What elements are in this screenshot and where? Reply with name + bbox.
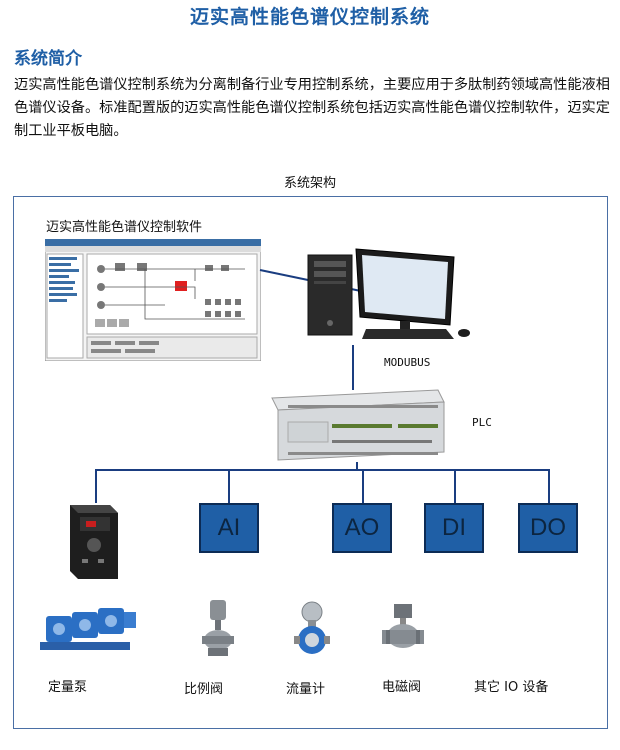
flowmeter-icon	[294, 601, 330, 654]
drop-do	[548, 469, 550, 503]
inverter-icon	[70, 505, 118, 579]
drop-ao	[362, 469, 364, 503]
drop-di	[454, 469, 456, 503]
proportional-valve-icon	[202, 600, 234, 656]
io-module-di: DI	[424, 503, 484, 553]
device-label-proportional-valve: 比例阀	[184, 682, 224, 697]
drop-ai	[228, 469, 230, 503]
io-module-ai: AI	[199, 503, 259, 553]
drop-inverter	[95, 469, 97, 503]
software-screenshot	[45, 239, 261, 361]
figure-caption: 系统架构	[283, 176, 336, 191]
io-module-do: DO	[518, 503, 578, 553]
plc-label: PLC	[472, 416, 492, 429]
plc-to-bus-line	[356, 462, 358, 470]
plc-device-icon	[271, 389, 445, 461]
page-title: 迈实高性能色谱仪控制系统	[189, 6, 430, 28]
industrial-pc-icon	[307, 248, 470, 339]
solenoid-valve-icon	[382, 604, 424, 648]
io-module-ao: AO	[332, 503, 392, 553]
architecture-diagram-frame	[13, 196, 608, 729]
bus-label: MODUBUS	[384, 356, 431, 369]
software-label: 迈实高性能色谱仪控制软件	[46, 220, 203, 235]
device-label-solenoid-valve: 电磁阀	[382, 680, 422, 695]
device-label-flowmeter: 流量计	[286, 682, 326, 697]
metering-pump-icon	[40, 608, 136, 650]
device-label-metering-pump: 定量泵	[48, 680, 88, 695]
section-heading: 系统简介	[14, 49, 82, 69]
io-bus-line	[95, 469, 550, 471]
device-label-other-io: 其它 IO 设备	[474, 680, 549, 695]
pc-to-plc-line	[352, 345, 354, 390]
intro-paragraph: 迈实高性能色谱仪控制系统为分离制备行业专用控制系统，主要应用于多肽制药领域高性能…	[14, 77, 610, 139]
